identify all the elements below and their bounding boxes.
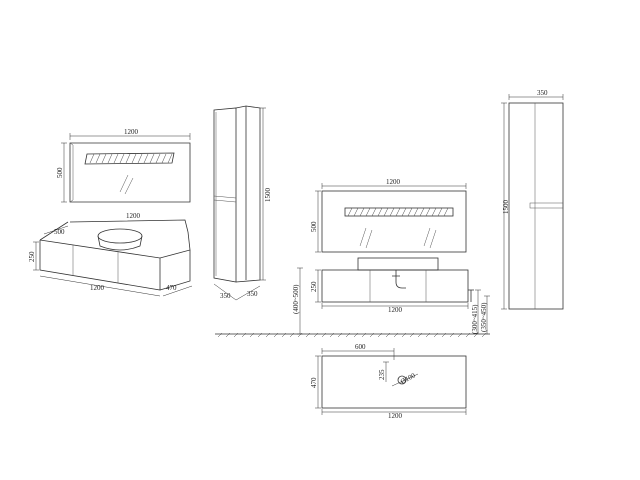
perspective-basin-depth: 500	[54, 228, 65, 236]
tall-cabinet-front-width: 350	[537, 89, 548, 97]
perspective-cabinet-height: 250	[28, 251, 36, 262]
front-mirror-height: 500	[310, 221, 318, 232]
mirror-light-strip	[84, 152, 175, 165]
floor-line	[215, 332, 490, 338]
plan-view: 600 470 235 Ø100 1200	[310, 343, 467, 420]
plan-hole-dia: Ø100	[399, 371, 417, 386]
front-mirror-light-strip	[344, 207, 454, 217]
tall-cabinet-depth: 350	[247, 290, 258, 298]
perspective-mirror: 1200 500	[56, 128, 191, 203]
tall-cabinet-width: 350	[220, 292, 231, 300]
perspective-cabinet-depth: 470	[166, 284, 177, 292]
front-side-dim-2: (350~450)	[480, 302, 488, 332]
front-mirror-width: 1200	[386, 178, 401, 186]
perspective-vanity: 1200 500 250 1200 470	[28, 212, 193, 297]
plan-offset: 600	[355, 343, 366, 351]
front-cabinet-height: 250	[310, 281, 318, 292]
front-side-dim-1: (300~415)	[471, 304, 479, 334]
front-elevation: 1200 500 250 1200 (400~500) (300~415) (3…	[292, 178, 490, 335]
tall-cabinet-front: 350 1500	[501, 89, 564, 310]
tall-cabinet-front-height: 1500	[502, 200, 510, 215]
plan-tap-dim: 235	[378, 369, 386, 380]
perspective-mirror-width: 1200	[124, 128, 139, 136]
front-cabinet-width: 1200	[388, 306, 403, 314]
perspective-mirror-height: 500	[56, 167, 64, 178]
perspective-cabinet-width-top: 1200	[126, 212, 141, 220]
tall-cabinet-height: 1500	[264, 188, 272, 203]
front-mount-height: (400~500)	[292, 284, 300, 314]
tall-cabinet-perspective: 1500 350 350	[213, 105, 272, 301]
plan-depth: 470	[310, 377, 318, 388]
perspective-cabinet-width-bottom: 1200	[90, 284, 105, 292]
plan-width: 1200	[388, 412, 403, 420]
